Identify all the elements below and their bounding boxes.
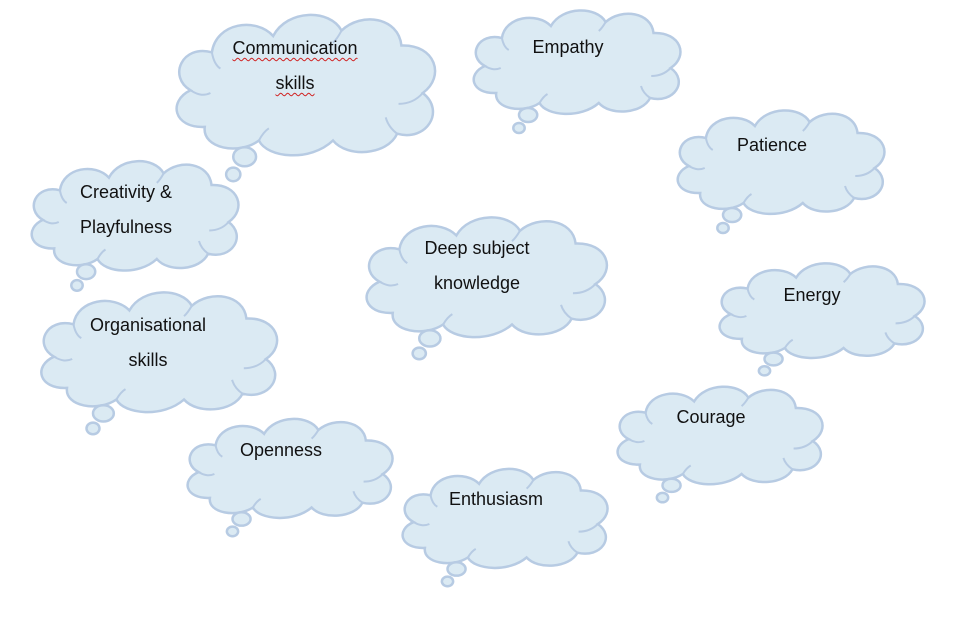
thought-cloud-energy — [708, 252, 934, 380]
label-line: Organisational — [89, 315, 207, 335]
thought-cloud-enthusiasm — [391, 457, 617, 591]
cloud-label-patience: Patience — [662, 128, 882, 163]
label-line: Courage — [676, 407, 746, 427]
cloud-shape — [391, 457, 617, 591]
label-line: skills — [275, 73, 315, 93]
label-line: skills — [128, 350, 168, 370]
label-line: Patience — [736, 135, 808, 155]
label-line: Empathy — [532, 37, 604, 57]
cloud-label-deep-subject-knowledge: Deep subject knowledge — [367, 231, 587, 301]
thought-cloud-openness — [176, 407, 402, 541]
cloud-label-energy: Energy — [702, 278, 922, 313]
cloud-shape — [666, 98, 894, 238]
label-line: Playfulness — [79, 217, 173, 237]
label-line: Energy — [783, 285, 841, 305]
thought-cloud-empathy — [462, 0, 690, 138]
cloud-label-openness: Openness — [171, 433, 391, 468]
cloud-shape — [606, 375, 832, 507]
label-line: Creativity & — [79, 182, 173, 202]
cloud-label-enthusiasm: Enthusiasm — [386, 482, 606, 517]
cloud-label-creativity: Creativity & Playfulness — [16, 175, 236, 245]
cloud-label-communication: Communication skills — [185, 31, 405, 101]
cloud-shape — [708, 252, 934, 380]
label-line: Communication — [232, 38, 358, 58]
cloud-shape — [462, 0, 690, 138]
cloud-label-organisational: Organisational skills — [38, 308, 258, 378]
label-line: knowledge — [433, 273, 521, 293]
cloud-label-courage: Courage — [601, 400, 821, 435]
thought-cloud-courage — [606, 375, 832, 507]
cloud-shape — [176, 407, 402, 541]
label-line: Deep subject — [424, 238, 530, 258]
thought-cloud-patience — [666, 98, 894, 238]
label-line: Openness — [239, 440, 323, 460]
label-line: Enthusiasm — [448, 489, 544, 509]
cloud-label-empathy: Empathy — [458, 30, 678, 65]
